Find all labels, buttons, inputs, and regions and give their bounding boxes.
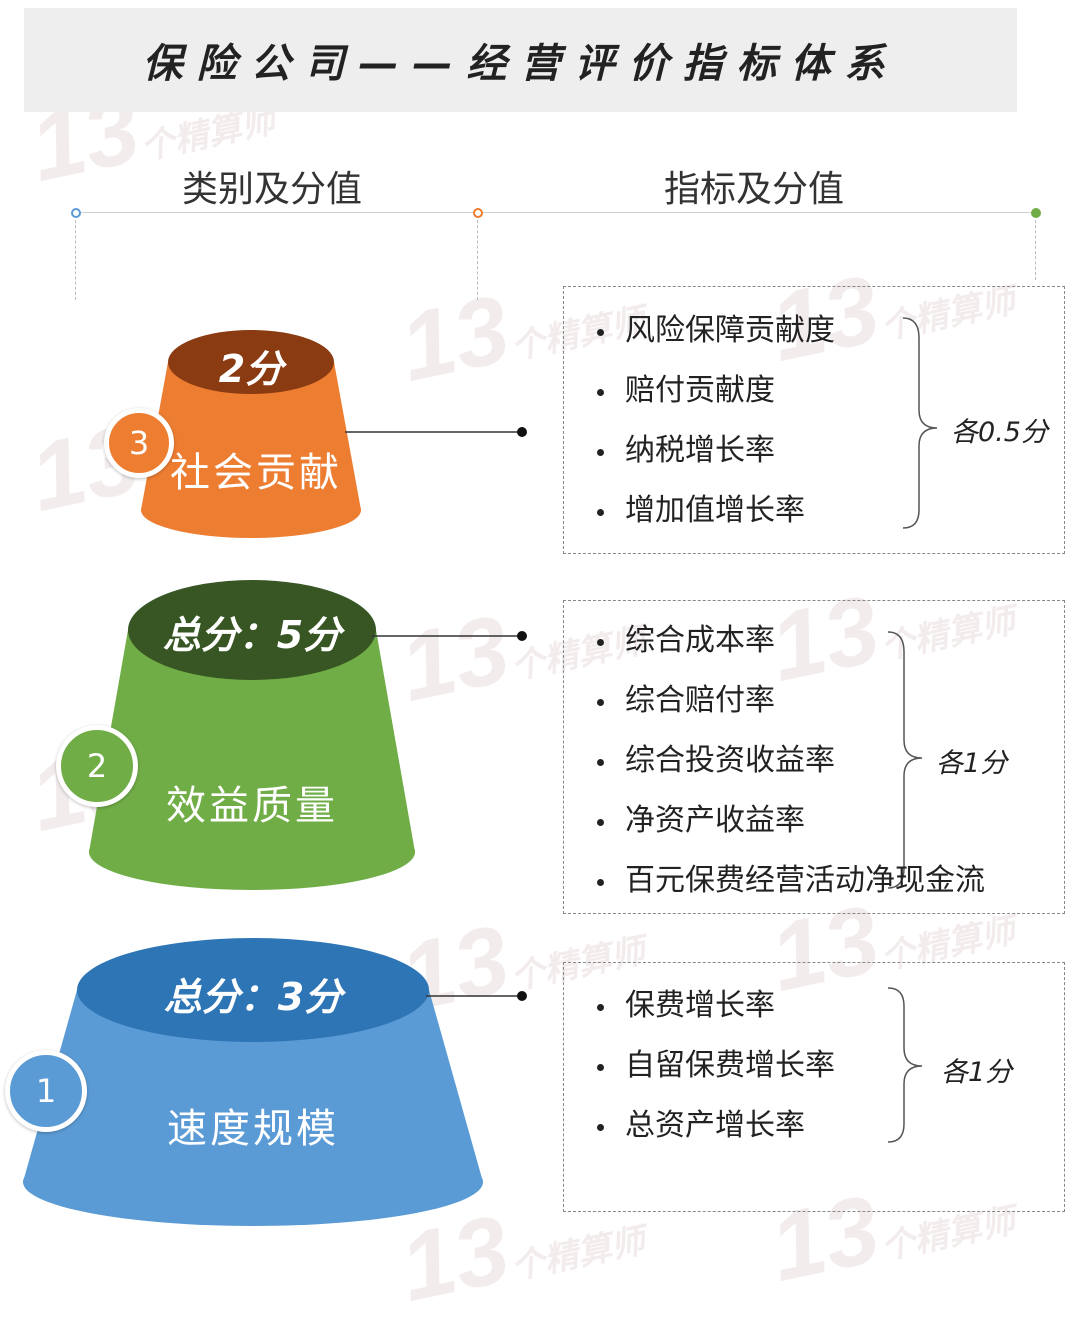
page-title: 保险公司——经营评价指标体系 — [142, 41, 899, 87]
connector-dot — [517, 991, 527, 1001]
cup-top — [168, 330, 334, 394]
indicators-header: 指标及分值 — [664, 169, 845, 210]
list-item: 增加值增长率 — [593, 481, 835, 541]
list-item: 赔付贡献度 — [593, 361, 835, 421]
guide-line — [75, 220, 76, 300]
list-item: 自留保费增长率 — [593, 1036, 835, 1096]
list-item: 纳税增长率 — [593, 421, 835, 481]
cup-body — [23, 990, 483, 1182]
indicator-box-efficiency — [563, 600, 1065, 914]
category-number-badge: 3 — [104, 408, 174, 478]
list-item: 总资产增长率 — [593, 1096, 835, 1156]
title-bar: 保险公司——经营评价指标体系 — [24, 8, 1017, 112]
indicator-box-speed — [563, 962, 1065, 1212]
cup-body — [141, 362, 361, 510]
list-item: 综合成本率 — [593, 611, 985, 671]
list-item: 风险保障贡献度 — [593, 301, 835, 361]
cup-score-label: 2分 — [218, 347, 284, 391]
connector-dot — [517, 631, 527, 641]
category-header: 类别及分值 — [182, 169, 363, 210]
timeline-dot-middle — [473, 208, 483, 218]
cup-body — [89, 630, 415, 852]
cup-score-label: 总分：5分 — [162, 613, 342, 657]
timeline-dot-right — [1031, 208, 1041, 218]
timeline-dot-left — [71, 208, 81, 218]
score-note: 各0.5分 — [951, 417, 1048, 448]
category-number-badge: 1 — [5, 1050, 87, 1132]
category-name: 社会贡献 — [170, 450, 342, 496]
cup-top — [77, 938, 429, 1042]
indicator-list-efficiency: 综合成本率 综合赔付率 综合投资收益率 净资产收益率 百元保费经营活动净现金流 — [593, 611, 985, 911]
cup-speed-scale — [23, 938, 483, 1226]
cup-efficiency-quality — [89, 580, 415, 890]
guide-line — [1035, 220, 1036, 280]
list-item: 综合投资收益率 — [593, 731, 985, 791]
list-item: 综合赔付率 — [593, 671, 985, 731]
list-item: 净资产收益率 — [593, 791, 985, 851]
diagram-graphics — [23, 317, 938, 1226]
cup-social-contribution — [141, 330, 361, 538]
brace — [902, 317, 938, 529]
score-note: 各1分 — [936, 748, 1008, 779]
list-item: 百元保费经营活动净现金流 — [593, 851, 985, 911]
header-divider — [75, 212, 1035, 213]
cup-score-label: 总分：3分 — [163, 975, 343, 1019]
indicator-box-social — [563, 286, 1065, 554]
category-number-badge: 2 — [56, 725, 138, 807]
brace — [887, 631, 923, 889]
cup-top — [128, 580, 376, 680]
indicator-list-speed: 保费增长率 自留保费增长率 总资产增长率 — [593, 976, 835, 1156]
category-name: 速度规模 — [167, 1106, 339, 1152]
indicator-list-social: 风险保障贡献度 赔付贡献度 纳税增长率 增加值增长率 — [593, 301, 835, 541]
connector-dot — [517, 427, 527, 437]
guide-line — [477, 220, 478, 300]
list-item: 保费增长率 — [593, 976, 835, 1036]
brace — [887, 987, 923, 1143]
category-name: 效益质量 — [166, 783, 338, 829]
score-note: 各1分 — [941, 1057, 1013, 1088]
